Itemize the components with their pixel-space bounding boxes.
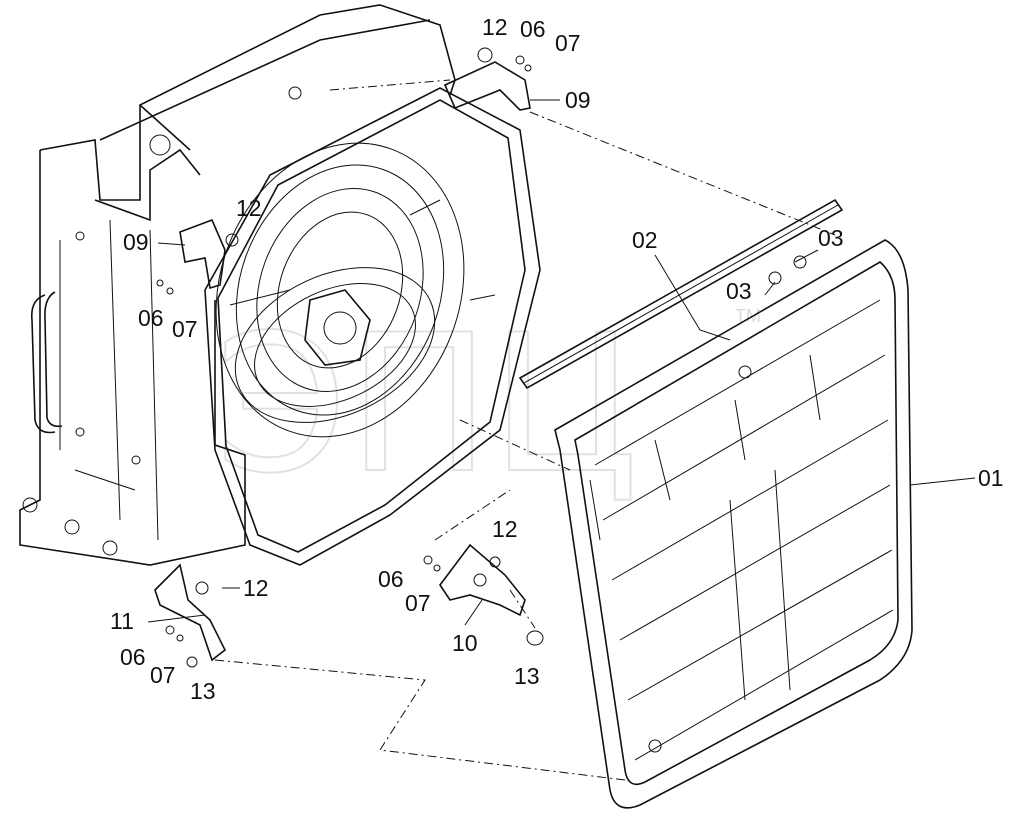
grille-panel — [554, 239, 913, 809]
callout-12-top: 12 — [482, 14, 508, 40]
callout-09-left: 09 — [123, 229, 149, 255]
callout-12-low: 12 — [243, 575, 269, 601]
callout-12-left: 12 — [236, 195, 262, 221]
callout-09-top: 09 — [565, 87, 591, 113]
bracket-10 — [423, 543, 544, 646]
callout-10: 10 — [452, 630, 478, 656]
callout-06-top: 06 — [520, 16, 546, 42]
callout-07-left: 07 — [172, 316, 198, 342]
watermark: ЭПЦ TM — [214, 293, 761, 516]
callout-12-mid: 12 — [492, 516, 518, 542]
callout-01: 01 — [978, 465, 1004, 491]
fan-shroud — [204, 87, 541, 566]
callout-02: 02 — [632, 227, 658, 253]
callout-06-mid: 06 — [378, 566, 404, 592]
bracket-09-top — [443, 47, 532, 111]
callout-06-left: 06 — [138, 305, 164, 331]
callout-07-low: 07 — [150, 662, 176, 688]
bracket-09-left — [156, 218, 239, 295]
callout-03-a: 03 — [726, 278, 752, 304]
callout-07-mid: 07 — [405, 590, 431, 616]
callout-11: 11 — [110, 608, 134, 634]
callout-06-low: 06 — [120, 644, 146, 670]
bracket-11 — [154, 563, 227, 668]
callout-labels: 12 06 07 09 12 09 06 07 02 03 03 01 12 0… — [110, 14, 1004, 704]
watermark-text: ЭПЦ — [215, 294, 638, 515]
callout-13-mid: 13 — [514, 663, 540, 689]
callout-13-low: 13 — [190, 678, 216, 704]
seal-strip — [518, 198, 844, 390]
radiator-frame — [19, 4, 456, 566]
leader-lines — [147, 79, 976, 781]
callout-03-b: 03 — [818, 225, 844, 251]
callout-07-top: 07 — [555, 30, 581, 56]
watermark-mark: TM — [735, 306, 761, 326]
